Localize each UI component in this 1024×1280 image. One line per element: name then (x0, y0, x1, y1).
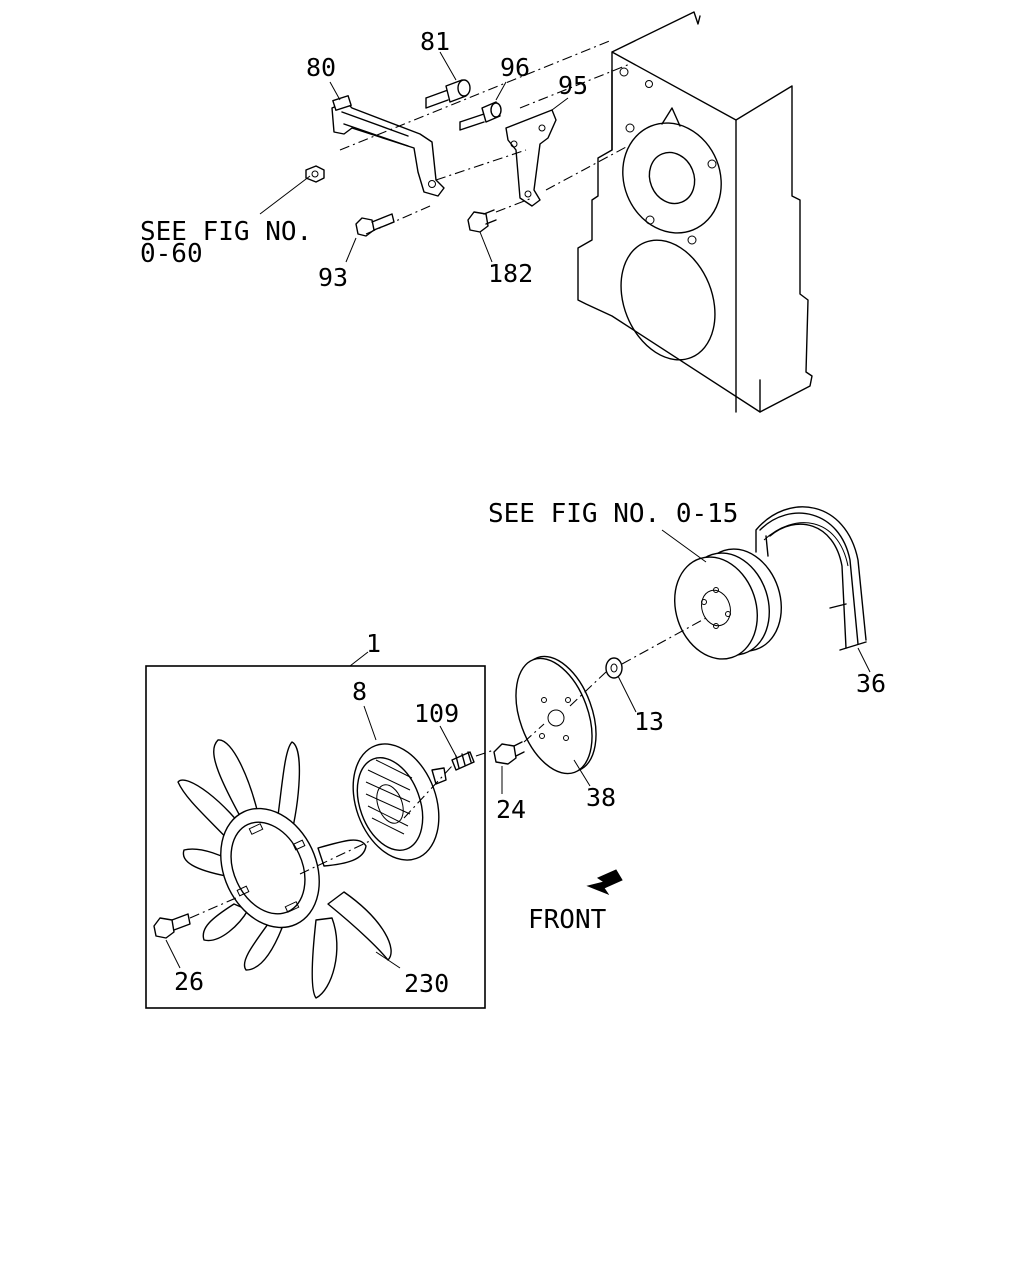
bolt-24 (493, 741, 525, 765)
callout-96: 96 (500, 53, 530, 82)
engine-block (577, 11, 813, 413)
callout-1: 1 (366, 629, 381, 658)
callout-109: 109 (414, 699, 459, 728)
callout-95: 95 (558, 71, 588, 100)
bracket-plate-95 (505, 109, 557, 207)
top-center-lines (339, 39, 631, 235)
leader-lines (165, 51, 871, 969)
bolt-26 (153, 913, 191, 939)
see-fig-top-line2: 0-60 (140, 239, 203, 269)
bottom-center-lines (189, 617, 707, 919)
bolt-93 (355, 213, 395, 237)
pulley-flange-38 (515, 655, 597, 775)
see-fig-belt: SEE FIG NO. 0-15 (488, 499, 738, 529)
front-label: FRONT (528, 905, 607, 935)
callout-93: 93 (318, 263, 348, 292)
callout-13: 13 (634, 707, 664, 736)
callout-38: 38 (586, 783, 616, 812)
callout-8: 8 (352, 677, 367, 706)
bolt-81 (425, 79, 471, 109)
see-fig-top-line1: SEE FIG NO. (140, 217, 312, 247)
front-direction-arrow (586, 869, 623, 896)
bolt-182 (467, 209, 497, 233)
callout-80: 80 (306, 53, 336, 82)
stud-109 (451, 751, 475, 771)
callout-24: 24 (496, 795, 526, 824)
callout-230: 230 (404, 969, 449, 998)
fan-clutch-8 (352, 743, 447, 861)
fan-assembly-box (145, 665, 486, 1009)
washer-13 (605, 657, 623, 679)
callout-26: 26 (174, 967, 204, 996)
cooling-fan-230 (177, 739, 392, 999)
v-belt-36 (755, 506, 867, 651)
water-pump-pulley (674, 548, 782, 660)
callout-81: 81 (420, 27, 450, 56)
tensioner-bracket (331, 95, 445, 197)
bolt-96 (459, 101, 502, 131)
callout-182: 182 (488, 259, 533, 288)
nut-small (305, 165, 325, 183)
callout-36: 36 (856, 669, 886, 698)
